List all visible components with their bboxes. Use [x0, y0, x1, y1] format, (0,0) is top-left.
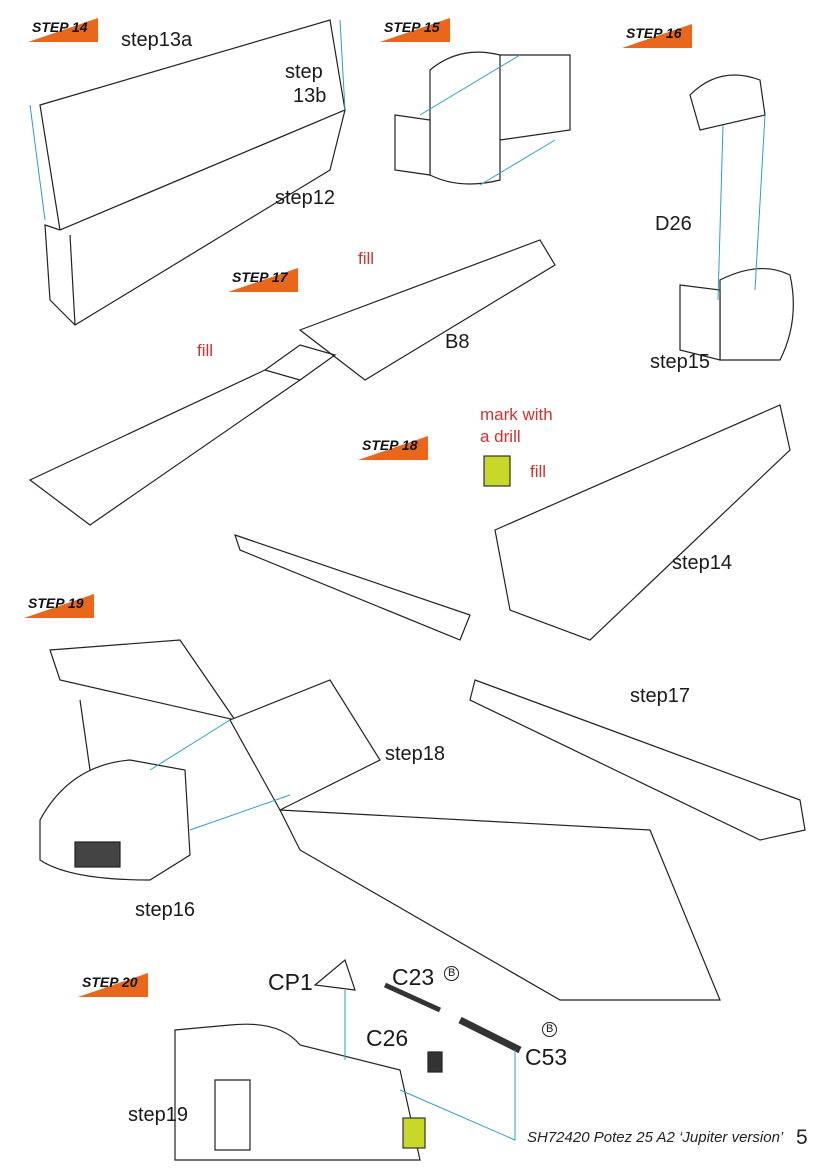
label-d26: D26 — [655, 213, 692, 235]
label-step16: step16 — [135, 899, 196, 921]
fuselage-step14 — [39, 19, 346, 326]
label-c26: C26 — [366, 1025, 409, 1051]
label-step13b-2: 13b — [293, 85, 327, 107]
label-step18: step18 — [385, 743, 446, 765]
step-label: STEP 19 — [28, 595, 84, 611]
step-label: STEP 15 — [384, 19, 440, 35]
label-step13a: step13a — [121, 29, 193, 51]
step-badge-16: STEP 16 — [622, 24, 692, 48]
label-step19: step19 — [128, 1104, 189, 1126]
step-badge-14: STEP 14 — [28, 18, 98, 42]
page-number: 5 — [796, 1126, 808, 1149]
step-label: STEP 14 — [32, 19, 88, 35]
label-fill: fill — [197, 341, 214, 360]
label-fill: fill — [358, 249, 375, 268]
step-label: STEP 16 — [626, 25, 682, 41]
step-label: STEP 18 — [362, 437, 418, 453]
b-badge-c53: B — [542, 1022, 558, 1037]
step-badge-19: STEP 19 — [24, 594, 94, 618]
b-badge-c23: B — [444, 966, 460, 981]
label-step14: step14 — [672, 552, 733, 574]
step-badge-17: STEP 17 — [228, 268, 298, 292]
label-step12: step12 — [275, 187, 336, 209]
guide-lines — [29, 19, 766, 1141]
label-mark-with: mark with — [480, 405, 553, 424]
label-step13b-1: step — [285, 61, 323, 83]
wing-step19 — [39, 639, 721, 1001]
fuselage-step20 — [174, 455, 522, 1161]
step-label: STEP 20 — [82, 974, 138, 990]
cowl-step16 — [679, 74, 794, 361]
label-b8: B8 — [445, 331, 470, 353]
wing-step17 — [28, 239, 556, 526]
wing-step18 — [234, 404, 806, 841]
step-badge-18: STEP 18 — [358, 436, 428, 460]
step-label: STEP 17 — [232, 269, 288, 285]
label-step17: step17 — [630, 685, 691, 707]
label-cp1: CP1 — [268, 969, 313, 995]
label-fill: fill — [530, 462, 547, 481]
cowl-step15 — [394, 51, 571, 185]
label-a-drill: a drill — [480, 427, 521, 446]
label-c53: C53 — [525, 1044, 568, 1070]
step-badge-20: STEP 20 — [78, 973, 148, 997]
label-c23: C23 — [392, 964, 435, 990]
label-step15: step15 — [650, 351, 711, 373]
step-badge-15: STEP 15 — [380, 18, 450, 42]
footer-title: SH72420 Potez 25 A2 ‘Jupiter version’ — [527, 1129, 784, 1146]
